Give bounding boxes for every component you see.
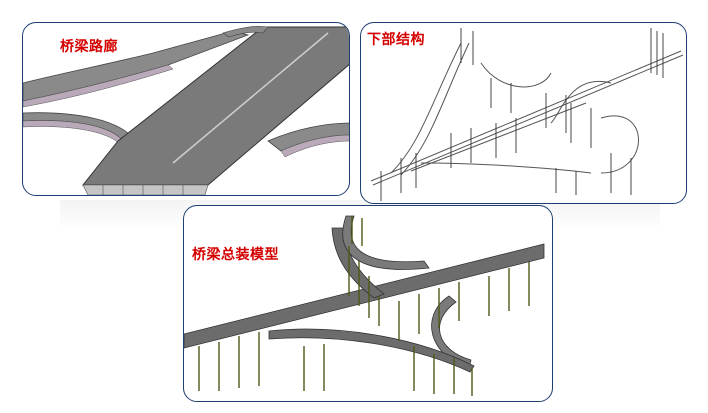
bridge-corridor-title: 桥梁路廊 <box>60 39 118 55</box>
assembly-model-title: 桥梁总装模型 <box>192 247 279 263</box>
bridge-corridor-render <box>23 25 349 195</box>
bridge-corridor-panel: 桥梁路廊 <box>22 22 350 196</box>
assembly-model-panel: 桥梁总装模型 <box>183 205 553 402</box>
assembly-model-render <box>184 215 545 396</box>
substructure-render <box>370 28 684 201</box>
substructure-title: 下部结构 <box>367 32 425 48</box>
substructure-panel: 下部结构 <box>360 22 687 204</box>
